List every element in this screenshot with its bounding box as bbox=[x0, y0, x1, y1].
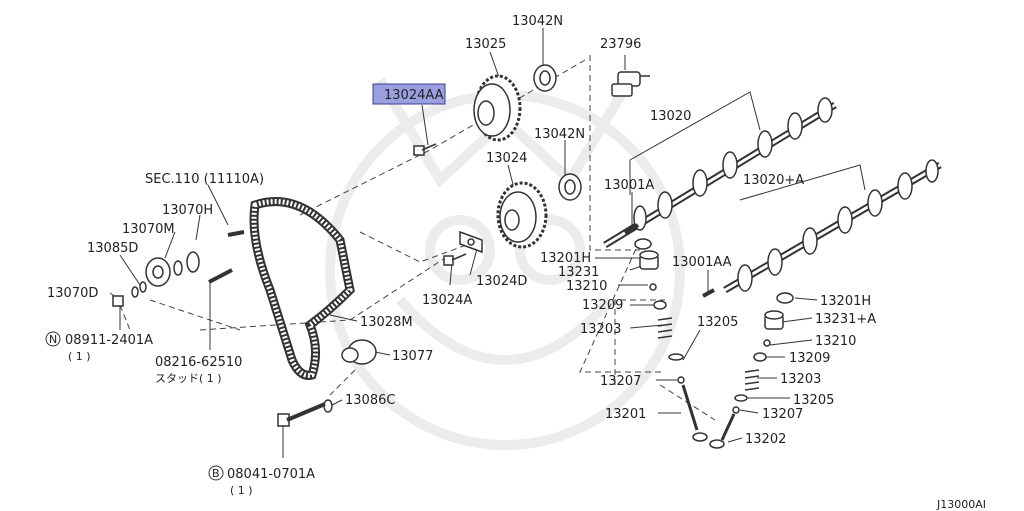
label-13207: 13207 bbox=[600, 374, 641, 389]
tensioner-assembly bbox=[112, 230, 245, 307]
cam-piece-13001A bbox=[623, 223, 640, 235]
leader-lines bbox=[109, 28, 866, 458]
n-circle-icon bbox=[45, 331, 61, 347]
label-13024D: 13024D bbox=[476, 274, 527, 289]
highlight-13024AA bbox=[372, 83, 446, 105]
label-13042N-mid: 13042N bbox=[534, 127, 585, 142]
label-08216: 08216-62510 bbox=[155, 355, 242, 370]
label-13205: 13205 bbox=[697, 315, 738, 330]
seal-13042N-top bbox=[533, 64, 557, 92]
b-circle-icon bbox=[208, 465, 224, 481]
label-13024AA: 13024AA bbox=[384, 88, 444, 103]
cam-piece-13001AA bbox=[702, 288, 715, 298]
label-13231A: 13231+A bbox=[815, 312, 876, 327]
sensor-23796 bbox=[611, 71, 650, 97]
label-08041-circle: B bbox=[212, 467, 220, 480]
idler-pulley-13077 bbox=[341, 339, 377, 365]
label-08911-circle: N bbox=[49, 333, 57, 346]
label-08216-sub: スタッド( 1 ) bbox=[155, 372, 222, 385]
label-13085D: 13085D bbox=[87, 241, 138, 256]
label-13201H-b: 13201H bbox=[820, 294, 871, 309]
label-08041-qty: ( 1 ) bbox=[230, 484, 253, 497]
label-sec110: SEC.110 (11110A) bbox=[145, 172, 264, 187]
label-13028M: 13028M bbox=[360, 315, 413, 330]
label-13070M: 13070M bbox=[122, 222, 175, 237]
valve-train-right bbox=[709, 292, 794, 449]
camshaft-13020A bbox=[723, 159, 942, 294]
valve-train-left bbox=[634, 238, 708, 442]
label-13210: 13210 bbox=[566, 279, 607, 294]
label-13024: 13024 bbox=[486, 151, 527, 166]
seal-13042N-mid bbox=[558, 173, 582, 201]
bolt-08041 bbox=[277, 402, 326, 427]
label-13203: 13203 bbox=[580, 322, 621, 337]
bolt-13024AA bbox=[413, 143, 437, 156]
label-13201: 13201 bbox=[605, 407, 646, 422]
label-13077: 13077 bbox=[392, 349, 433, 364]
label-23796: 23796 bbox=[600, 37, 641, 52]
label-13202: 13202 bbox=[745, 432, 786, 447]
sprocket-13025 bbox=[473, 74, 522, 142]
label-13205-b: 13205 bbox=[793, 393, 834, 408]
label-13070H: 13070H bbox=[162, 203, 213, 218]
label-13203-b: 13203 bbox=[780, 372, 821, 387]
label-13210-b: 13210 bbox=[815, 334, 856, 349]
label-13086C: 13086C bbox=[345, 393, 395, 408]
label-13201H-a: 13201H bbox=[540, 251, 591, 266]
label-13020A: 13020+A bbox=[743, 173, 804, 188]
label-13042N-top: 13042N bbox=[512, 14, 563, 29]
label-13025: 13025 bbox=[465, 37, 506, 52]
label-13024A: 13024A bbox=[422, 293, 472, 308]
label-13209: 13209 bbox=[582, 298, 623, 313]
label-13209-b: 13209 bbox=[789, 351, 830, 366]
label-13020: 13020 bbox=[650, 109, 691, 124]
label-13001AA: 13001AA bbox=[672, 255, 732, 270]
label-08911: 08911-2401A bbox=[65, 333, 153, 348]
bolt-13024A bbox=[443, 253, 467, 266]
label-13207-b: 13207 bbox=[762, 407, 803, 422]
plate-13024D bbox=[459, 230, 483, 254]
sprocket-13024 bbox=[496, 181, 548, 249]
figure-id: J13000AI bbox=[936, 498, 986, 511]
label-13070D: 13070D bbox=[47, 286, 98, 301]
label-13001A: 13001A bbox=[604, 178, 654, 193]
timing-belt-13028M bbox=[249, 197, 355, 380]
camshaft-13020 bbox=[603, 97, 837, 248]
label-08041: 08041-0701A bbox=[227, 467, 315, 482]
label-08911-qty: ( 1 ) bbox=[68, 350, 91, 363]
label-13231: 13231 bbox=[558, 265, 599, 280]
